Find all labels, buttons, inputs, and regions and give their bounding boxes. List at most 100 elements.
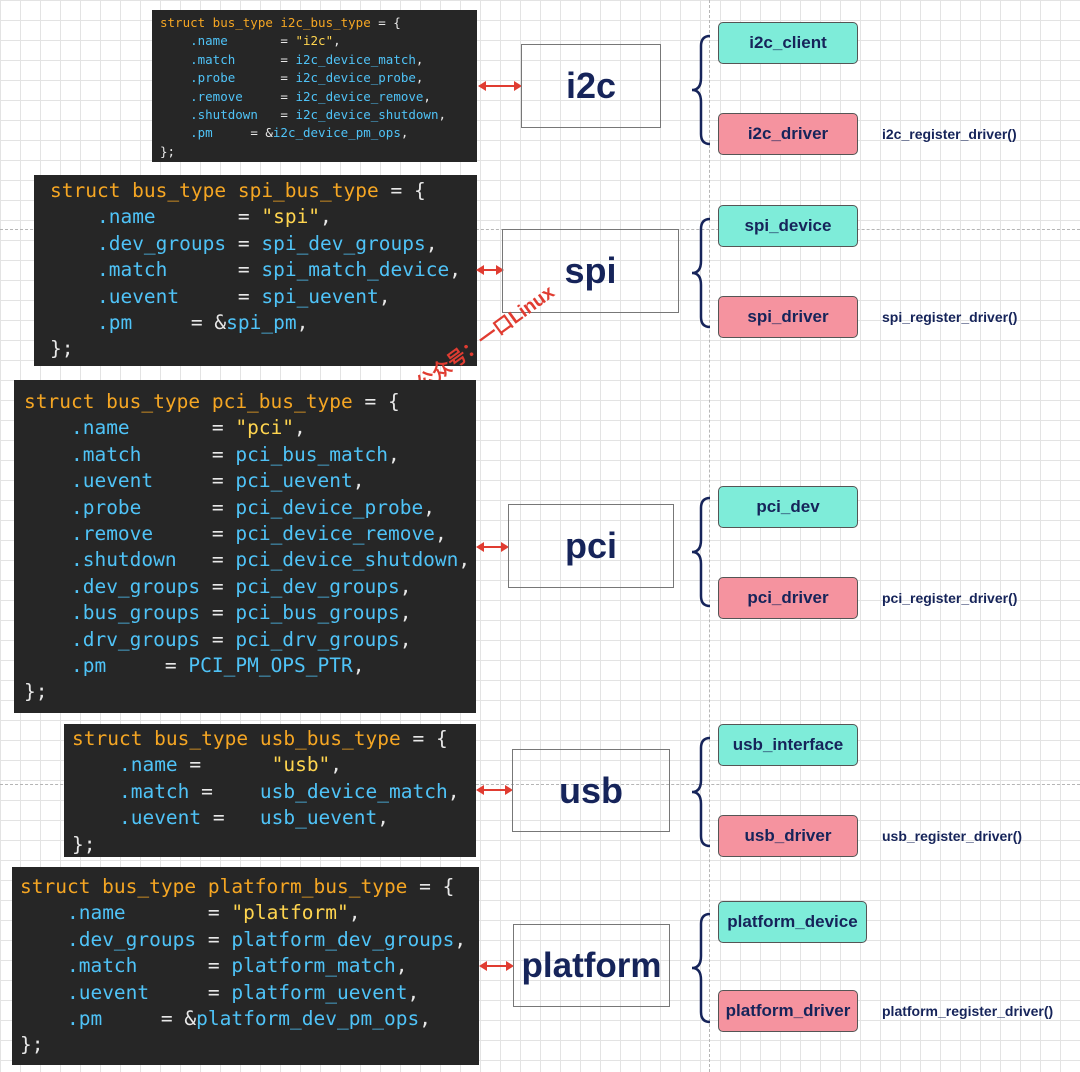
double-arrow-icon bbox=[478, 81, 522, 91]
code-token: spi_dev_groups bbox=[261, 231, 426, 255]
code-line: .remove = i2c_device_remove, bbox=[160, 88, 477, 106]
code-token: .dev_groups bbox=[96, 231, 227, 255]
code-token: , bbox=[399, 601, 412, 625]
code-token: , bbox=[447, 779, 460, 803]
code-line: .bus_groups = pci_bus_groups, bbox=[24, 600, 476, 626]
code-token bbox=[20, 981, 67, 1004]
code-line: .pm = &i2c_device_pm_ops, bbox=[160, 124, 477, 142]
driver-label: pci_driver bbox=[747, 588, 829, 607]
code-block-spi: struct bus_type spi_bus_type = { .name =… bbox=[34, 175, 477, 366]
code-line: .shutdown = pci_device_shutdown, bbox=[24, 547, 476, 573]
code-token: = { bbox=[352, 390, 400, 413]
code-token: , bbox=[330, 753, 343, 777]
brace-icon bbox=[691, 912, 711, 1024]
code-token: = & bbox=[132, 311, 227, 335]
driver-label: usb_driver bbox=[744, 826, 832, 845]
code-block-i2c: struct bus_type i2c_bus_type = { .name =… bbox=[152, 10, 477, 162]
code-token: , bbox=[352, 654, 365, 678]
code-line: .remove = pci_device_remove, bbox=[24, 521, 476, 547]
code-token: = & bbox=[212, 125, 273, 141]
code-token: .name bbox=[66, 901, 126, 925]
code-token: = bbox=[137, 954, 232, 978]
code-token: , bbox=[352, 469, 365, 493]
code-line: .match = usb_device_match, bbox=[72, 779, 476, 805]
code-token: , bbox=[449, 258, 461, 282]
bus-box-usb: usb bbox=[512, 749, 670, 832]
device-label: i2c_client bbox=[749, 33, 827, 52]
brace-icon bbox=[691, 34, 711, 146]
code-line: .uevent = pci_uevent, bbox=[24, 468, 476, 494]
driver-label: platform_driver bbox=[725, 1001, 851, 1020]
code-token: "usb" bbox=[271, 753, 331, 777]
device-label: spi_device bbox=[744, 216, 832, 235]
code-token: = { bbox=[378, 179, 426, 202]
grid-dash-line bbox=[709, 0, 710, 1072]
code-token: .bus_groups bbox=[70, 601, 201, 625]
code-token: , bbox=[320, 205, 332, 229]
device-box-spi: spi_device bbox=[718, 205, 858, 247]
code-token: = bbox=[235, 70, 296, 86]
code-token: , bbox=[419, 1007, 431, 1031]
code-token: "platform" bbox=[231, 901, 349, 925]
code-token bbox=[24, 575, 71, 598]
code-token: pci_drv_groups bbox=[235, 627, 400, 651]
code-token: struct bus_type spi_bus_type bbox=[50, 179, 379, 202]
register-function-platform: platform_register_driver() bbox=[882, 1003, 1054, 1019]
code-line: .name = "i2c", bbox=[160, 32, 477, 50]
driver-label: spi_driver bbox=[747, 307, 829, 326]
bus-box-platform: platform bbox=[513, 924, 670, 1007]
code-token: , bbox=[377, 806, 390, 830]
code-token: = bbox=[153, 522, 236, 546]
code-token: }; bbox=[160, 143, 176, 159]
code-token: , bbox=[296, 311, 309, 335]
driver-box-platform: platform_driver bbox=[718, 990, 858, 1032]
code-token bbox=[50, 232, 97, 255]
code-token bbox=[160, 52, 190, 67]
code-token: .name bbox=[190, 33, 228, 49]
brace-icon bbox=[691, 217, 711, 329]
code-token: = & bbox=[102, 1007, 197, 1031]
code-line: .uevent = usb_uevent, bbox=[72, 805, 476, 831]
code-token: , bbox=[423, 495, 435, 519]
code-token: pci_bus_groups bbox=[235, 601, 400, 625]
code-token: pci_dev_groups bbox=[235, 574, 400, 598]
code-token: pci_device_probe bbox=[235, 495, 424, 519]
code-token: , bbox=[333, 33, 341, 49]
code-token: = bbox=[153, 469, 236, 493]
code-line: .pm = &platform_dev_pm_ops, bbox=[20, 1006, 479, 1032]
code-token: .pm bbox=[70, 654, 107, 678]
device-box-platform: platform_device bbox=[718, 901, 867, 943]
code-token: .drv_groups bbox=[70, 627, 201, 651]
code-token: , bbox=[454, 927, 467, 951]
code-token: = bbox=[242, 88, 296, 104]
code-line: .pm = &spi_pm, bbox=[50, 310, 477, 336]
code-token: , bbox=[458, 548, 471, 572]
code-token bbox=[24, 469, 71, 492]
code-token: = bbox=[177, 753, 272, 777]
code-token bbox=[20, 1007, 67, 1030]
device-box-i2c: i2c_client bbox=[718, 22, 858, 64]
code-token bbox=[20, 954, 67, 977]
register-function-i2c: i2c_register_driver() bbox=[882, 126, 1017, 142]
code-token: = bbox=[141, 442, 236, 466]
device-box-pci: pci_dev bbox=[718, 486, 858, 528]
code-token: .uevent bbox=[70, 469, 154, 493]
code-token bbox=[50, 258, 97, 281]
code-token: = bbox=[106, 654, 189, 678]
code-token: , bbox=[415, 70, 424, 86]
code-token: .pm bbox=[66, 1007, 103, 1031]
device-box-usb: usb_interface bbox=[718, 724, 858, 766]
code-token: i2c_device_probe bbox=[295, 70, 416, 86]
code-token: .name bbox=[70, 416, 130, 440]
code-token: = bbox=[176, 548, 236, 572]
code-token: spi_pm bbox=[226, 311, 297, 335]
code-token: = bbox=[200, 627, 236, 651]
code-token: struct bus_type pci_bus_type bbox=[24, 390, 353, 413]
code-block-usb: struct bus_type usb_bus_type = { .name =… bbox=[64, 724, 476, 857]
code-token bbox=[24, 628, 71, 651]
code-token: , bbox=[415, 51, 424, 67]
code-token: = bbox=[200, 601, 236, 625]
code-token: platform_dev_pm_ops bbox=[196, 1007, 420, 1031]
code-token: platform_match bbox=[231, 954, 396, 978]
code-token: .probe bbox=[190, 70, 236, 86]
